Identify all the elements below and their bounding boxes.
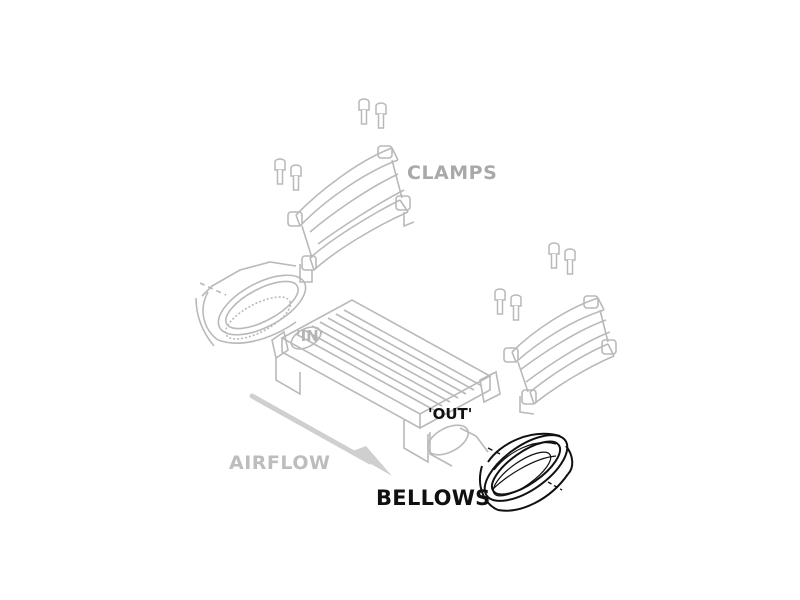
outlet-bellows <box>479 432 574 512</box>
intercooler-core <box>271 299 501 467</box>
bellows-label: BELLOWS <box>376 486 491 510</box>
outlet-label: 'OUT' <box>428 405 473 423</box>
bolts-lower-clamp <box>494 242 576 321</box>
inlet-bellows <box>195 261 307 347</box>
bolts-upper-clamp <box>274 98 387 191</box>
airflow-label: AIRFLOW <box>229 452 331 474</box>
clamps-label: CLAMPS <box>407 162 498 184</box>
airflow-arrow <box>249 393 392 476</box>
lower-clamp <box>503 295 617 415</box>
inlet-label: 'IN' <box>296 327 324 345</box>
upper-clamp <box>287 145 415 283</box>
